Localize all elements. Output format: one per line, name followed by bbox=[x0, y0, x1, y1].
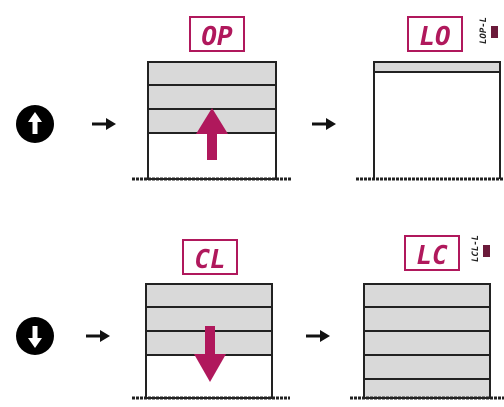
close-sequence-row: CL bbox=[16, 235, 504, 400]
closed-shutter bbox=[350, 283, 504, 400]
down-motion-arrow-icon bbox=[194, 326, 226, 382]
indicator-led-icon bbox=[483, 245, 490, 257]
indicator-led-icon bbox=[491, 26, 498, 38]
right-arrow-icon bbox=[92, 118, 116, 130]
right-arrow-icon bbox=[312, 118, 336, 130]
end-display-text: LC bbox=[416, 241, 448, 271]
right-arrow-icon bbox=[306, 330, 330, 342]
moving-display: OP bbox=[189, 16, 245, 52]
up-button-icon[interactable] bbox=[16, 105, 54, 143]
closing-shutter bbox=[132, 283, 290, 400]
down-button-icon[interactable] bbox=[16, 317, 54, 355]
open-sequence-row: OP bbox=[16, 16, 504, 181]
end-display: LO LOP-L bbox=[407, 16, 498, 52]
moving-display-text: OP bbox=[201, 22, 233, 52]
end-display-text: LO bbox=[419, 22, 450, 52]
opening-shutter bbox=[132, 61, 292, 181]
open-shutter bbox=[356, 61, 504, 181]
end-side-label: LCL-L bbox=[471, 235, 481, 262]
moving-display-text: CL bbox=[194, 245, 225, 275]
moving-display: CL bbox=[182, 239, 238, 275]
end-side-label: LOP-L bbox=[479, 17, 489, 44]
right-arrow-icon bbox=[86, 330, 110, 342]
up-motion-arrow-icon bbox=[196, 108, 228, 160]
end-display: LC LCL-L bbox=[404, 235, 490, 271]
